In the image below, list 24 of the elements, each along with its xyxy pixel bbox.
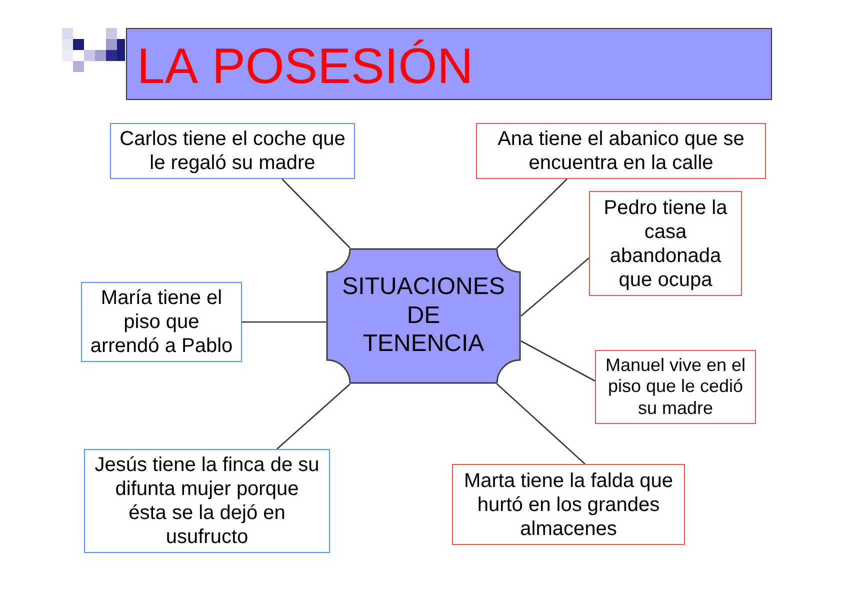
situation-box: [595, 350, 756, 424]
connector-line: [520, 258, 590, 316]
connector-line: [520, 340, 596, 382]
topic-plaque: [326, 248, 521, 384]
situation-box: [589, 191, 742, 296]
connector-line: [496, 178, 568, 248]
situation-text: María tiene el piso que arrendó a Pablo: [90, 286, 233, 358]
situation-box: [84, 449, 330, 553]
title-text: LA POSESIÓN: [137, 37, 474, 91]
situation-box: [110, 123, 355, 179]
connector-line: [276, 384, 350, 450]
situation-text: Pedro tiene la casa abandonada que ocupa: [604, 196, 728, 292]
connector-line: [242, 321, 326, 323]
situation-box: [452, 464, 685, 545]
situation-text: Ana tiene el abanico que se encuentra en la calle: [498, 127, 744, 175]
topic-text: SITUACIONES DE TENENCIA: [342, 272, 505, 360]
connector-line: [496, 384, 586, 464]
connector-line: [282, 178, 350, 248]
situation-text: Manuel vive en el piso que le cedió su madre: [605, 354, 746, 420]
situation-box: [476, 123, 766, 179]
situation-text: Marta tiene la falda que hurtó en los grandes almacenes: [464, 468, 674, 540]
situation-box: [81, 282, 242, 362]
situation-text: Jesús tiene la finca de su difunta mujer porque ésta se la dejó en usufructo: [94, 453, 320, 549]
situation-text: Carlos tiene el coche que le regaló su madre: [120, 127, 346, 175]
